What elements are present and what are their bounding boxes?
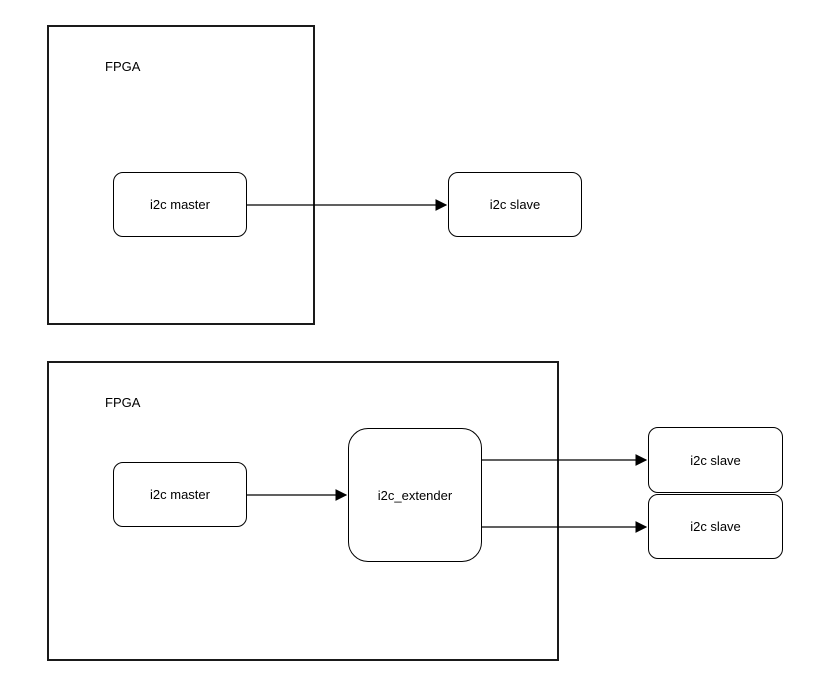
- fpga-label-bottom: FPGA: [105, 395, 141, 410]
- i2c-master-label-top: i2c master: [150, 197, 210, 212]
- i2c-master-label-bottom: i2c master: [150, 487, 210, 502]
- i2c-slave-node-bottom-1[interactable]: i2c slave: [648, 427, 783, 493]
- i2c-extender-node[interactable]: i2c_extender: [348, 428, 482, 562]
- fpga-label-top: FPGA: [105, 59, 141, 74]
- i2c-slave-node-top[interactable]: i2c slave: [448, 172, 582, 237]
- i2c-master-node-top[interactable]: i2c master: [113, 172, 247, 237]
- i2c-slave-label-top: i2c slave: [489, 197, 541, 212]
- i2c-slave-label-bottom-1: i2c slave: [690, 452, 741, 468]
- i2c-extender-label: i2c_extender: [377, 487, 453, 503]
- i2c-slave-node-bottom-2[interactable]: i2c slave: [648, 494, 783, 559]
- i2c-slave-label-bottom-2: i2c slave: [690, 519, 741, 534]
- i2c-master-node-bottom[interactable]: i2c master: [113, 462, 247, 527]
